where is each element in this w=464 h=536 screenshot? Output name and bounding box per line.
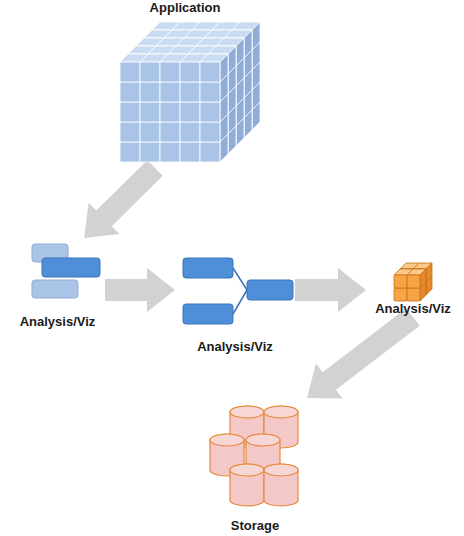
- flow-arrow: [295, 268, 366, 312]
- stage-node: Application: [110, 0, 260, 168]
- stage-illustration: [190, 398, 320, 534]
- stage-node: Analysis/Viz: [10, 238, 105, 330]
- stage-label: Application: [149, 0, 222, 16]
- stage-label: Analysis/Viz: [374, 301, 452, 317]
- stage-label: Analysis/Viz: [19, 314, 97, 330]
- stage-label: Analysis/Viz: [196, 339, 274, 355]
- stage-illustration: [110, 0, 260, 168]
- stage-label: Storage: [230, 518, 280, 534]
- flow-arrow: [105, 268, 175, 312]
- stage-node: Analysis/Viz: [366, 255, 460, 317]
- flow-arrow: [84, 160, 163, 238]
- flow-arrow: [307, 308, 420, 398]
- stage-node: Analysis/Viz: [175, 250, 295, 355]
- stage-node: Storage: [190, 398, 320, 534]
